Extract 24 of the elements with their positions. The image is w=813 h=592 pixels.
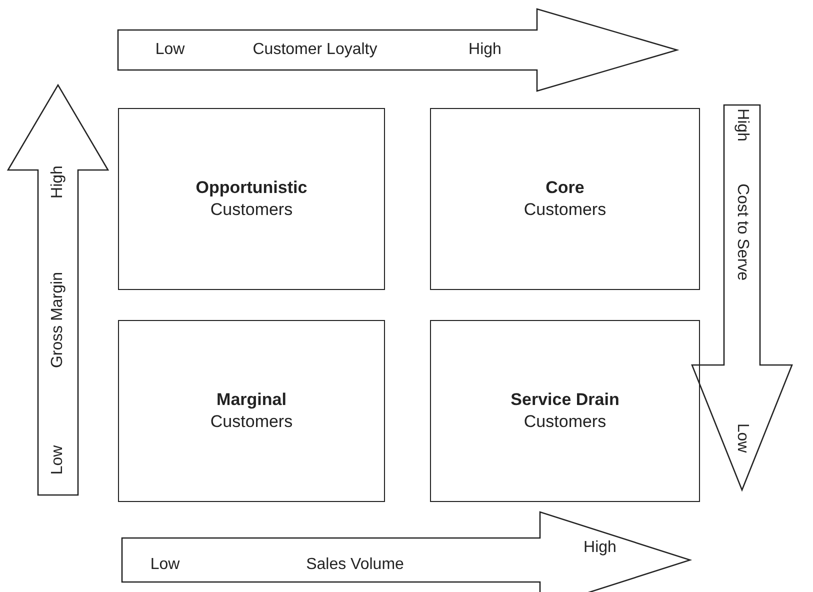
axis-end-label: High (733, 108, 751, 142)
axis-end-label: Low (155, 41, 185, 59)
quadrant-box (430, 108, 700, 290)
quadrant-box (430, 320, 700, 502)
quadrant-subtitle: Customers (524, 199, 606, 221)
axis-end-label: Low (733, 423, 751, 453)
quadrant-subtitle: Customers (210, 411, 293, 433)
axis-end-label: Low (150, 556, 180, 574)
axis-title: Customer Loyalty (252, 41, 378, 59)
axis-title: Gross Margin (49, 272, 67, 368)
axis-title: Cost to Serve (733, 184, 751, 280)
quadrant-title: Core (546, 177, 584, 199)
axis-title: Sales Volume (306, 556, 404, 574)
axis-end-label: High (584, 539, 616, 557)
quadrant-title: Opportunistic (196, 177, 308, 199)
quadrant-title: Marginal (216, 389, 286, 411)
quadrant-subtitle: Customers (524, 411, 606, 433)
axis-end-label: High (49, 166, 67, 198)
axis-end-label: High (468, 41, 502, 59)
quadrant-title: Service Drain (510, 389, 620, 411)
quadrant-box (118, 108, 385, 290)
quadrant-subtitle: Customers (210, 199, 293, 221)
axis-end-label: Low (49, 445, 67, 475)
quadrant-box (118, 320, 385, 502)
